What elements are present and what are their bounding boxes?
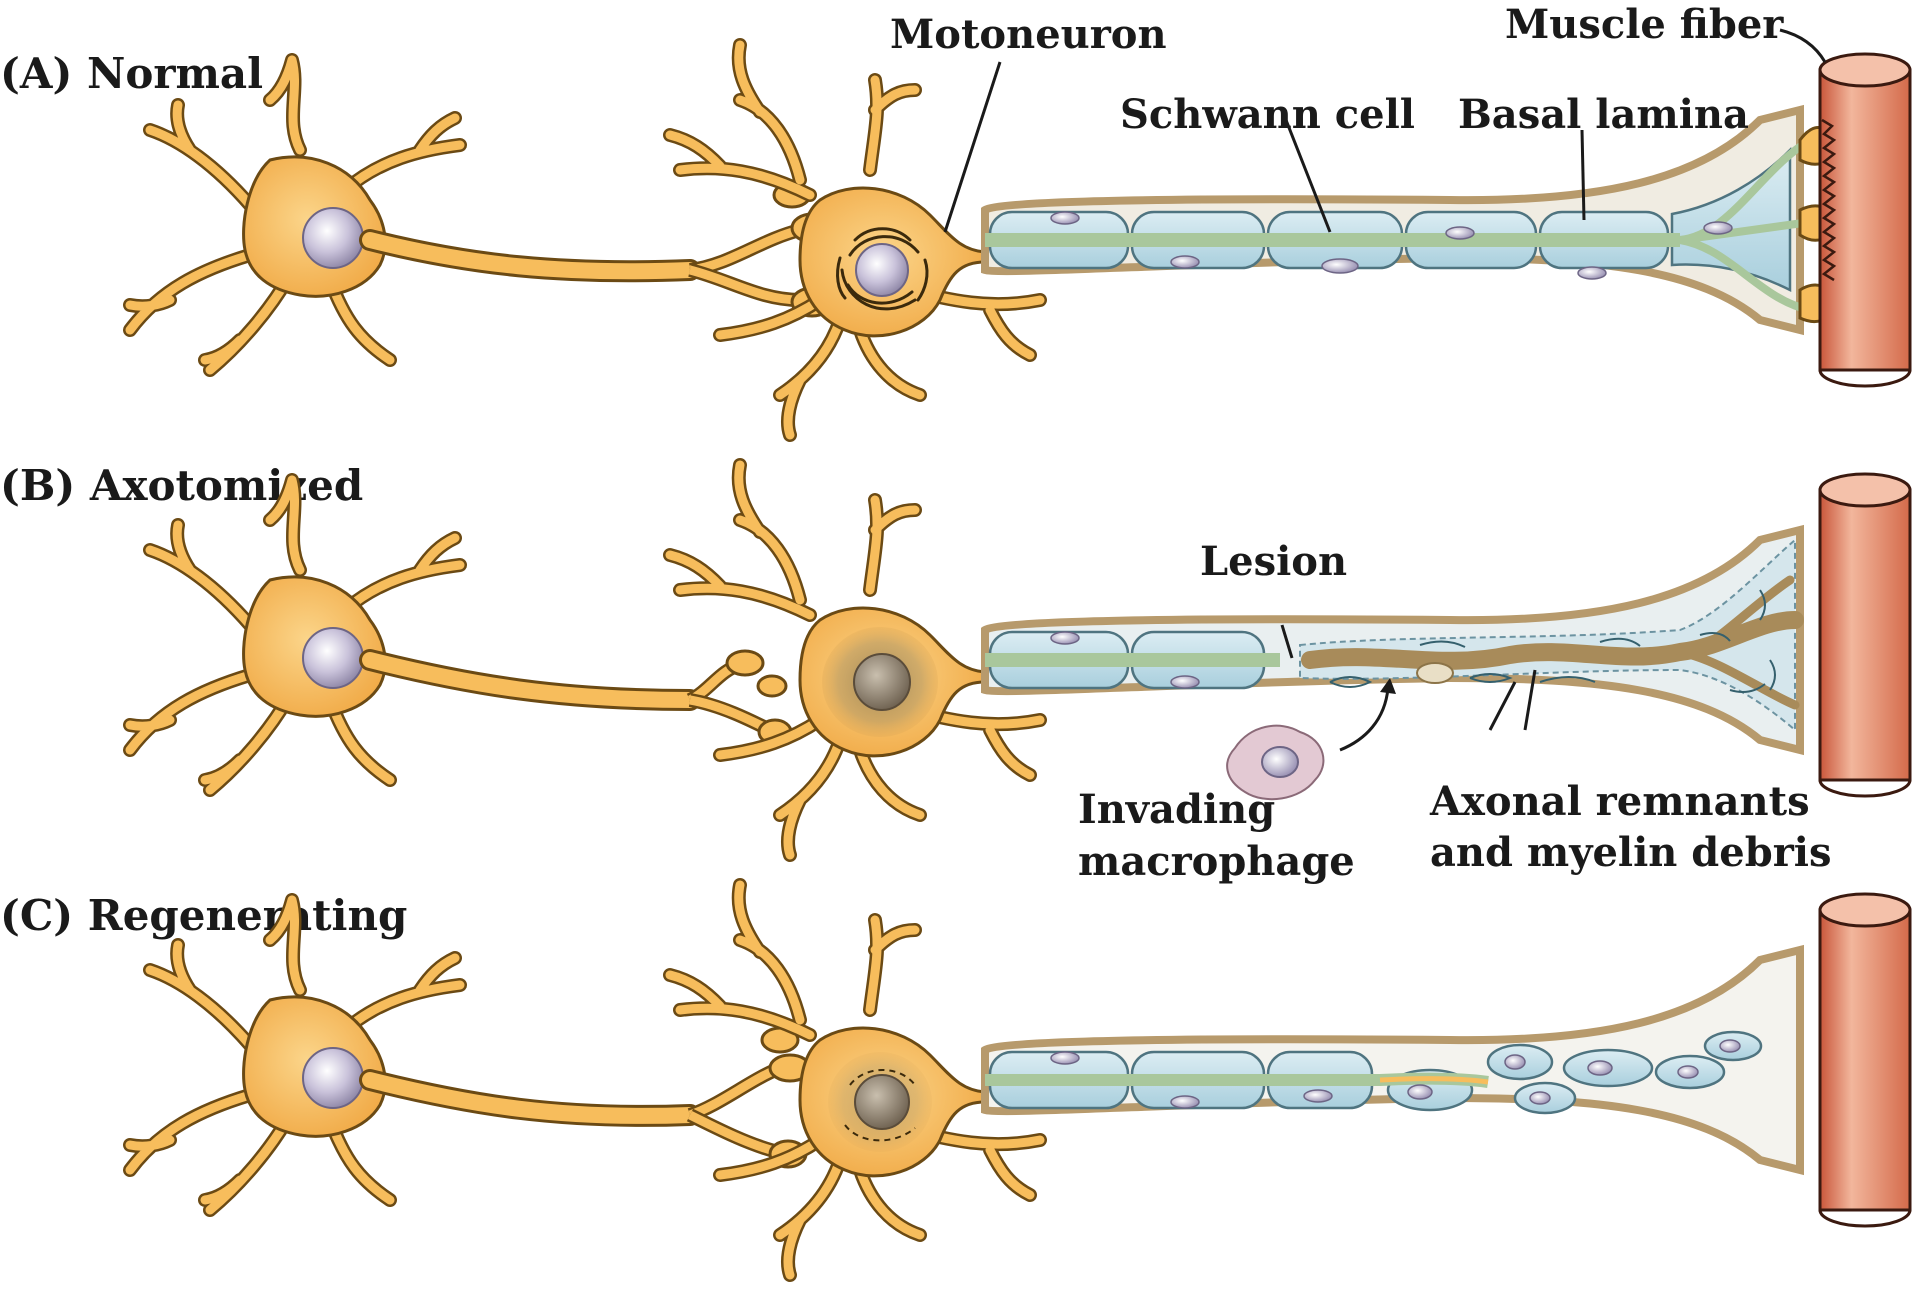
panel-b-label: (B) Axotomized (0, 461, 363, 510)
macrophage-label-line2: macrophage (1078, 838, 1355, 885)
macrophage-label-line1: Invading (1078, 786, 1275, 833)
motoneuron-nucleus-b (854, 654, 910, 710)
basal-lamina-label: Basal lamina (1458, 91, 1749, 138)
interneuron-a (130, 60, 460, 370)
retracted-terminals-b (690, 651, 791, 744)
panel-a-label: (A) Normal (0, 49, 263, 98)
interneuron-b (130, 480, 460, 790)
muscle-fiber-c (1820, 894, 1910, 1226)
synaptic-terminals-c (690, 1028, 810, 1167)
muscle-fiber-a (1820, 54, 1910, 386)
muscle-fiber-b (1820, 474, 1910, 796)
motoneuron-label: Motoneuron (890, 11, 1167, 58)
remnants-label-line2: and myelin debris (1430, 829, 1831, 876)
schwann-cell-label: Schwann cell (1120, 91, 1415, 138)
motoneuron-nucleus-a (856, 244, 908, 296)
muscle-fiber-label: Muscle fiber (1505, 1, 1784, 48)
panel-c-label: (C) Regenerating (0, 891, 407, 940)
remnants-label-line1: Axonal remnants (1429, 778, 1810, 825)
panel-c (130, 885, 1910, 1275)
motoneuron-nucleus-c (855, 1075, 909, 1129)
lesion-label: Lesion (1200, 538, 1347, 585)
interneuron-c (130, 900, 460, 1210)
macrophage (1227, 678, 1396, 799)
